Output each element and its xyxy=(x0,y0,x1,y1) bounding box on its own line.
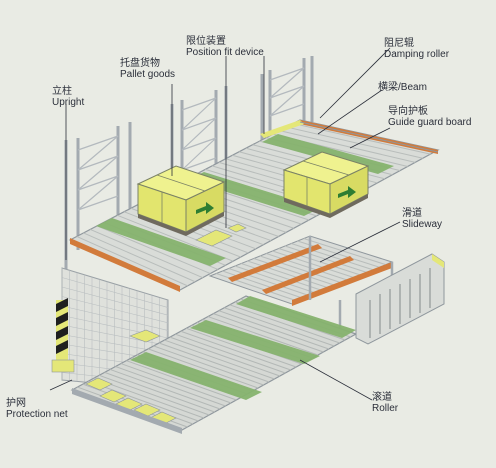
label-guide-guard-board-en: Guide guard board xyxy=(388,117,472,128)
upright-guard xyxy=(51,298,75,373)
label-position-fit-device-zh: 限位装置 xyxy=(186,36,226,47)
label-position-fit-device-en: Position fit device xyxy=(186,47,264,58)
label-beam: 横梁/Beam xyxy=(378,82,427,93)
label-position-fit-device: 限位装置 Position fit device xyxy=(186,36,264,58)
label-beam-en: Beam xyxy=(400,82,427,93)
pallet-goods-left xyxy=(136,165,226,236)
label-upright: 立柱 Upright xyxy=(52,86,84,108)
label-guide-guard-board: 导向护板 Guide guard board xyxy=(388,106,471,128)
label-protection-net-zh: 护网 xyxy=(6,398,26,409)
label-damping-roller: 阻尼辊 Damping roller xyxy=(384,38,449,60)
label-guide-guard-board-zh: 导向护板 xyxy=(388,106,428,117)
label-protection-net-en: Protection net xyxy=(6,409,68,420)
label-damping-roller-zh: 阻尼辊 xyxy=(384,38,414,49)
label-roller-en: Roller xyxy=(372,403,399,414)
label-pallet-goods: 托盘货物 Pallet goods xyxy=(120,58,175,80)
label-protection-net: 护网 Protection net xyxy=(6,398,68,420)
label-slideway-zh: 滑道 xyxy=(402,208,422,219)
label-pallet-goods-en: Pallet goods xyxy=(120,69,176,80)
label-slideway: 滑道 Slideway xyxy=(402,208,442,230)
pallet-goods-right xyxy=(282,151,370,218)
beam-front xyxy=(70,238,180,292)
label-pallet-goods-zh: 托盘货物 xyxy=(120,58,160,69)
guard-gate xyxy=(355,253,445,345)
label-beam-zh: 横梁 xyxy=(378,82,398,93)
label-upright-en: Upright xyxy=(52,97,85,108)
label-roller-zh: 滚道 xyxy=(372,392,392,403)
label-roller: 滚道 Roller xyxy=(372,392,398,414)
label-slideway-en: Slideway xyxy=(402,219,443,230)
label-upright-zh: 立柱 xyxy=(52,86,72,97)
label-damping-roller-en: Damping roller xyxy=(384,49,450,60)
